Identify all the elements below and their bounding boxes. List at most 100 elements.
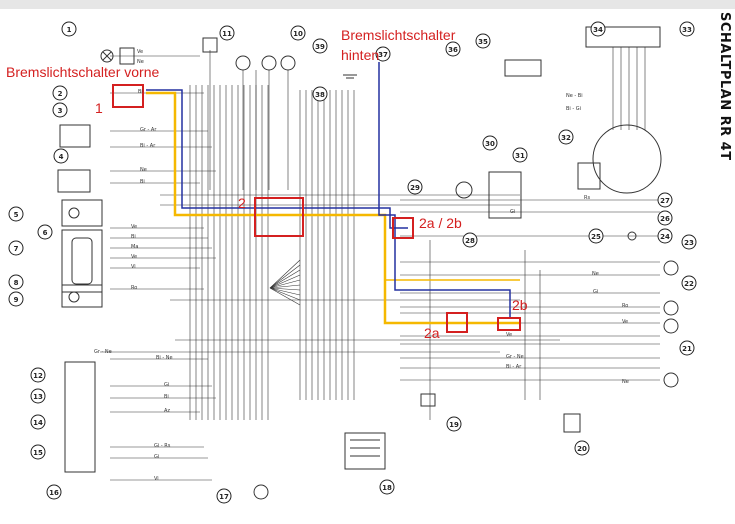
wire-label: Ne <box>137 59 144 65</box>
svg-text:33: 33 <box>682 26 692 34</box>
callout-28: 28 <box>462 232 478 248</box>
blue-wire <box>146 89 408 229</box>
component-symbols <box>57 26 679 500</box>
wire-label: Bi <box>138 89 143 95</box>
svg-text:29: 29 <box>410 184 420 192</box>
wire-label: Ne <box>622 379 629 385</box>
wire-label: Gr - Ne <box>94 349 112 355</box>
wire <box>269 287 301 291</box>
wire <box>269 287 301 306</box>
callout-37: 37 <box>375 46 391 62</box>
callout-23: 23 <box>681 234 697 250</box>
callout-18: 18 <box>379 479 395 495</box>
marker-2: 2 <box>238 195 246 211</box>
wire-label: Gi <box>510 209 515 215</box>
callout-36: 36 <box>445 41 461 57</box>
wire-color-labels: Ve Ne Bi Gr - Ar Bi - Ar Ne Bi Ve Bi Ma … <box>94 49 629 482</box>
wire-label: Gi <box>154 454 159 460</box>
svg-text:5: 5 <box>14 211 19 219</box>
svg-text:22: 22 <box>684 280 694 288</box>
lamp-icon-1 <box>100 49 114 63</box>
callout-12: 12 <box>30 367 46 383</box>
svg-text:20: 20 <box>577 445 587 453</box>
wire-label: Ve <box>506 332 512 338</box>
callout-3: 3 <box>52 102 68 118</box>
svg-text:23: 23 <box>684 239 694 247</box>
svg-text:9: 9 <box>14 296 19 304</box>
svg-text:4: 4 <box>59 153 64 161</box>
svg-text:15: 15 <box>33 449 43 457</box>
svg-text:6: 6 <box>43 229 48 237</box>
wire-label: Ma <box>131 244 138 250</box>
svg-text:8: 8 <box>14 279 19 287</box>
highlight-2a <box>446 312 468 333</box>
svg-text:17: 17 <box>219 493 229 501</box>
svg-text:14: 14 <box>33 419 43 427</box>
svg-text:32: 32 <box>561 134 571 142</box>
callout-33: 33 <box>679 21 695 37</box>
svg-text:13: 13 <box>33 393 43 401</box>
callout-15: 15 <box>30 444 46 460</box>
blue-wire-rear <box>378 62 511 318</box>
callout-20: 20 <box>574 440 590 456</box>
svg-text:39: 39 <box>315 43 325 51</box>
callout-26: 26 <box>657 210 673 226</box>
callout-2: 2 <box>52 85 68 101</box>
callout-11: 11 <box>219 25 235 41</box>
svg-text:12: 12 <box>33 372 43 380</box>
callout-24: 24 <box>657 228 673 244</box>
callout-35: 35 <box>475 33 491 49</box>
marker-2a: 2a <box>424 325 440 341</box>
highlight-front-switch <box>112 84 144 108</box>
svg-text:7: 7 <box>14 245 19 253</box>
callout-21: 21 <box>679 340 695 356</box>
callout-27: 27 <box>657 192 673 208</box>
svg-text:35: 35 <box>478 38 488 46</box>
wire-label: Vi <box>154 476 159 482</box>
diagram-title: SCHALTPLAN RR 4T <box>717 12 732 161</box>
svg-text:11: 11 <box>222 30 232 38</box>
front-brake-switch-label: Bremslichtschalter vorne <box>6 64 160 80</box>
wire <box>269 264 301 289</box>
svg-text:34: 34 <box>593 26 603 34</box>
svg-text:1: 1 <box>67 26 72 34</box>
svg-text:38: 38 <box>315 91 325 99</box>
rear-brake-switch-label-line1: Bremslichtschalter <box>341 27 456 43</box>
callout-31: 31 <box>512 147 528 163</box>
callout-25: 25 <box>588 228 604 244</box>
wire-label: Gi - Rs <box>154 443 171 449</box>
brake-light-wire-blue <box>146 62 511 318</box>
header-strip <box>0 0 735 9</box>
callout-16: 16 <box>46 484 62 500</box>
wire-label: Ne - Bi <box>566 93 583 99</box>
callout-5: 5 <box>8 206 24 222</box>
wire-label: Bi <box>164 394 169 400</box>
wire-label: Ve <box>622 319 628 325</box>
wire-label: Gi <box>593 289 598 295</box>
yellow-wire-branch <box>384 250 520 281</box>
svg-text:28: 28 <box>465 237 475 245</box>
wire-label: Vi <box>131 264 136 270</box>
wire-label: Gr - Ar <box>140 127 157 133</box>
wire-label: Ne <box>592 271 599 277</box>
wire <box>269 279 301 289</box>
wire-label: Ve <box>137 49 143 55</box>
callout-22: 22 <box>681 275 697 291</box>
marker-2b: 2b <box>512 297 528 313</box>
wire-label: Bi - Gi <box>566 106 581 112</box>
svg-text:18: 18 <box>382 484 392 492</box>
wire-label: Bi - Ar <box>140 143 156 149</box>
wire-label: Ve <box>131 254 137 260</box>
callout-17: 17 <box>216 488 232 504</box>
wire-label: Bi - Ar <box>506 364 522 370</box>
wire <box>269 287 301 301</box>
callout-7: 7 <box>8 240 24 256</box>
svg-text:24: 24 <box>660 233 670 241</box>
callout-32: 32 <box>558 129 574 145</box>
wire-label: Bi - Ne <box>156 355 173 361</box>
wire-label: Ne <box>140 167 147 173</box>
highlight-boxes <box>112 84 521 333</box>
svg-text:31: 31 <box>515 152 525 160</box>
wire-label: Az <box>164 408 170 414</box>
